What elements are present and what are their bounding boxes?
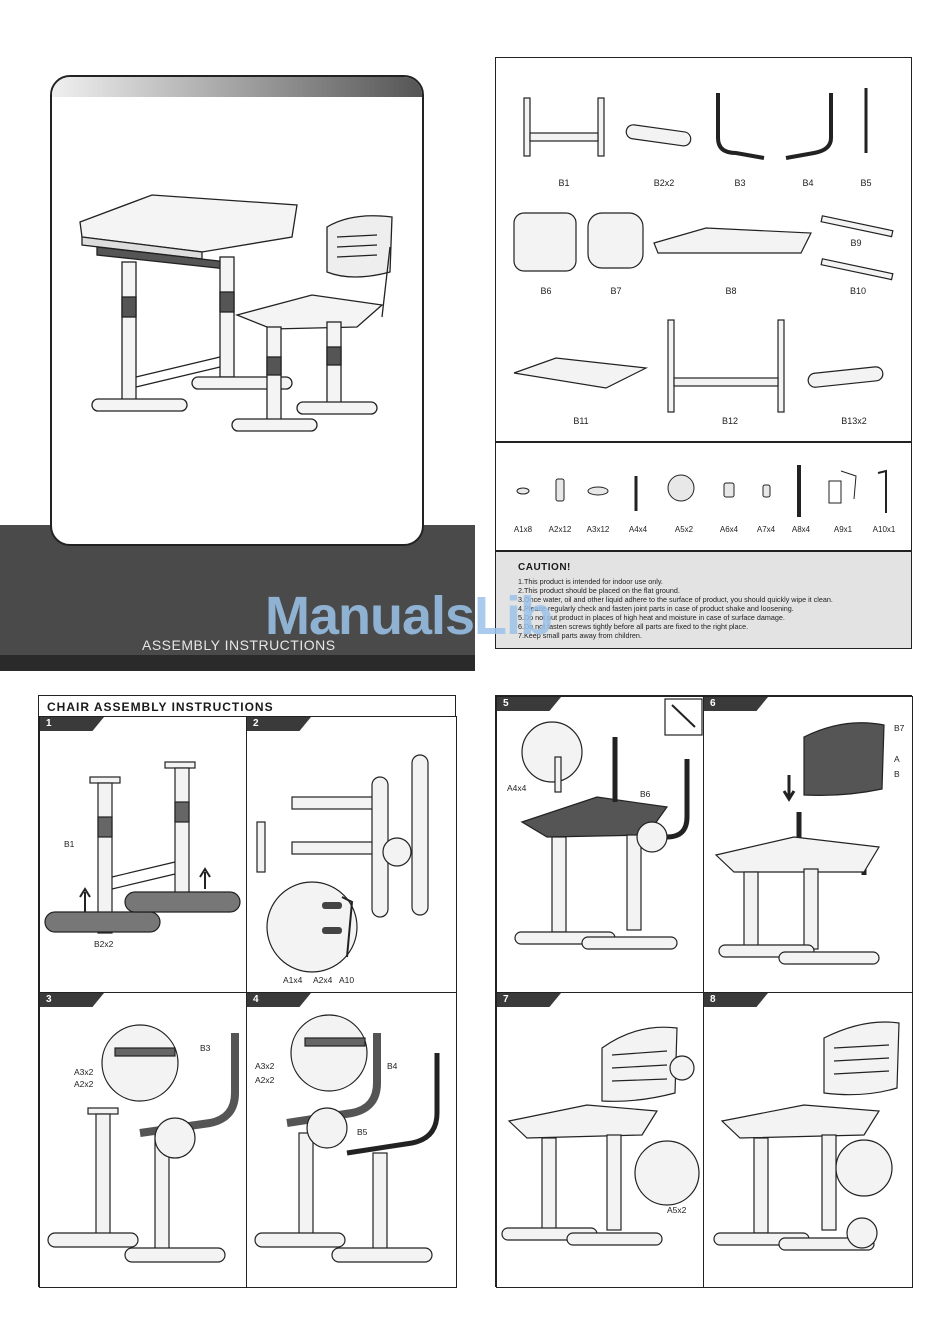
caution-line-6: 6.Do not fasten screws tightly before al…: [518, 622, 749, 631]
hw-label-a9: A9x1: [833, 525, 853, 534]
step-8-illustration: [713, 1021, 900, 1251]
hardware-illustrations: [516, 465, 887, 517]
manualslib-watermark: ManualsLib: [265, 586, 553, 646]
step-3-label-b3: B3: [200, 1043, 211, 1053]
hw-label-a5: A5x2: [674, 525, 694, 534]
step-2-label-a1: A1x4: [283, 975, 303, 985]
step-1-label-b2: B2x2: [94, 939, 114, 949]
step-6-label-b: B: [894, 769, 900, 779]
step-7-label-a5: A5x2: [667, 1205, 687, 1215]
step-2-label-a10: A10: [339, 975, 355, 985]
caution-line-2: 2.This product should be placed on the f…: [518, 586, 680, 595]
chair-assembly-panel-right: 5 A4x4 B6 6: [495, 695, 913, 1288]
step-3-illustration: [47, 1024, 239, 1263]
step-7-illustration: [501, 1026, 700, 1246]
part-label-b4: B4: [802, 178, 814, 188]
caution-top-divider: [496, 550, 911, 552]
assembly-instructions-title: ASSEMBLY INSTRUCTIONS: [142, 637, 336, 653]
step-4-cell: 4 A3x2 A2x2 B4 B5: [246, 992, 457, 1288]
desk-chair-illustration: [79, 194, 393, 432]
part-label-b12: B12: [721, 416, 738, 426]
parts-hardware-divider: [496, 441, 911, 443]
part-label-b9: B9: [850, 238, 862, 248]
step-4-tab: 4: [247, 993, 311, 1007]
caution-line-4: 4.Please regularly check and fasten join…: [518, 604, 794, 613]
hw-label-a6: A6x4: [719, 525, 739, 534]
part-label-b5: B5: [860, 178, 872, 188]
step-3-cell: 3 A3x2 A2x2 B3: [39, 992, 248, 1288]
caution-line-7: 7.Keep small parts away from children.: [518, 631, 642, 640]
cover-dark-band: [0, 525, 475, 671]
cover-illustration-frame: [50, 75, 424, 546]
step-8-tab: 8: [704, 993, 768, 1007]
parts-illustrations: [513, 88, 894, 413]
part-label-b7: B7: [610, 286, 622, 296]
hw-label-a2: A2x12: [548, 525, 572, 534]
step-6-illustration: [714, 722, 885, 965]
caution-line-5: 5.Do not put product in places of high h…: [518, 613, 785, 622]
step-1-label-b1: B1: [64, 839, 75, 849]
caution-box: CAUTION! 1.This product is intended for …: [496, 550, 911, 648]
step-3-label-a2: A2x2: [74, 1079, 94, 1089]
part-label-b1: B1: [558, 178, 570, 188]
step-5-illustration: [514, 698, 703, 950]
part-label-b2: B2x2: [653, 178, 675, 188]
step-4-label-b5: B5: [357, 1127, 368, 1137]
step-5-tab: 5: [497, 697, 561, 711]
hw-label-a8: A8x4: [791, 525, 811, 534]
hw-label-a1: A1x8: [513, 525, 533, 534]
part-label-b13: B13x2: [841, 416, 867, 426]
caution-title: CAUTION!: [518, 562, 571, 573]
caution-line-3: 3.Once water, oil and other liquid adher…: [518, 595, 833, 604]
step-5-label-a4: A4x4: [507, 783, 527, 793]
step-4-label-a2: A2x2: [255, 1075, 275, 1085]
step-6-tab: 6: [704, 697, 768, 711]
hw-label-a10: A10x1: [872, 525, 896, 534]
step-1-cell: 1 B1 B2x2: [39, 716, 248, 994]
part-label-b11: B11: [573, 416, 589, 426]
cover-dark-band-bottom: [0, 655, 475, 671]
chair-assembly-panel-left: CHAIR ASSEMBLY INSTRUCTIONS 1 B1 B2x2 2: [38, 695, 457, 1288]
step-3-label-a3: A3x2: [74, 1067, 94, 1077]
step-2-label-a2: A2x4: [313, 975, 333, 985]
part-label-b6: B6: [540, 286, 552, 296]
part-label-b8: B8: [725, 286, 737, 296]
chair-assembly-title: CHAIR ASSEMBLY INSTRUCTIONS: [47, 700, 274, 714]
step-2-illustration: [256, 754, 429, 973]
step-1-tab: 1: [40, 717, 104, 731]
step-2-cell: 2 A1x4 A2x4 A10: [246, 716, 457, 994]
step-6-label-b7: B7: [894, 723, 905, 733]
hw-label-a3: A3x12: [586, 525, 610, 534]
part-label-b3: B3: [734, 178, 746, 188]
step-4-illustration: [254, 1014, 440, 1263]
hw-label-a7: A7x4: [756, 525, 776, 534]
step-5-label-b6: B6: [640, 789, 651, 799]
step-3-tab: 3: [40, 993, 104, 1007]
hw-label-a4: A4x4: [628, 525, 648, 534]
step-7-cell: 7 A5x2: [496, 992, 705, 1288]
step-6-cell: 6 B7 A B: [703, 696, 913, 994]
step-1-illustration: [44, 761, 241, 934]
step-8-cell: 8: [703, 992, 913, 1288]
step-5-cell: 5 A4x4 B6: [496, 696, 705, 994]
step-6-label-a: A: [894, 754, 900, 764]
step-4-label-a3: A3x2: [255, 1061, 275, 1071]
step-7-tab: 7: [497, 993, 561, 1007]
step-4-label-b4: B4: [387, 1061, 398, 1071]
cover-frame-gradient-bar: [52, 77, 422, 97]
step-2-tab: 2: [247, 717, 311, 731]
part-label-b10: B10: [849, 286, 866, 296]
parts-list-panel: B1 B2x2 B3 B4 B5 B6 B7 B8 B9 B10 B11 B12…: [495, 57, 912, 649]
caution-line-1: 1.This product is intended for indoor us…: [518, 577, 663, 586]
